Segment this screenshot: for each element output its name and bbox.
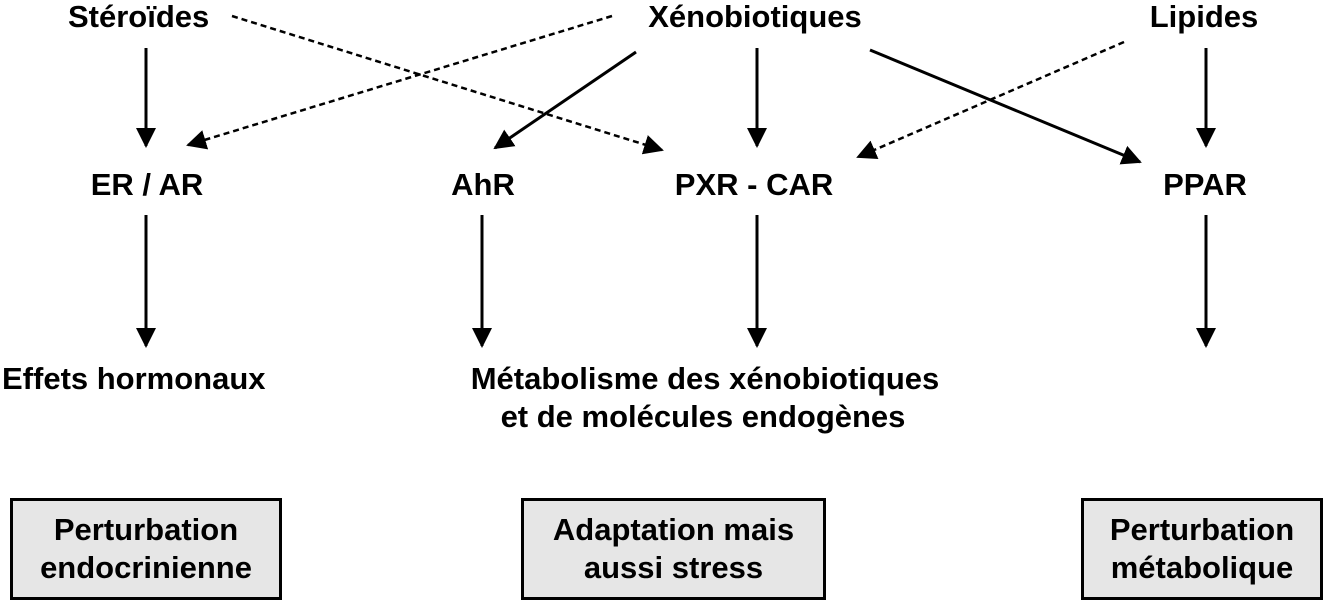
source-xenobiotiques: Xénobiotiques <box>648 0 862 34</box>
effect-hormonaux: Effets hormonaux <box>2 361 266 396</box>
outcome-adaptation-line2: aussi stress <box>583 550 764 585</box>
outcome-endocrinienne-line1: Perturbation <box>53 512 239 547</box>
dashed-arrow-steroides-to-pxr-car <box>231 14 664 155</box>
receptor-ppar: PPAR <box>1163 167 1247 202</box>
arrow-xenobiotiques-to-ahr <box>493 50 637 150</box>
receptor-er-ar: ER / AR <box>90 167 204 202</box>
source-lipides: Lipides <box>1149 0 1259 34</box>
receptor-ahr: AhR <box>451 167 515 202</box>
source-steroides: Stéroïdes <box>68 0 210 34</box>
outcome-box-metabolique: Perturbation métabolique <box>1081 498 1323 600</box>
receptor-pxr-car: PXR - CAR <box>674 167 834 202</box>
dashed-arrow-lipides-to-pxr-car <box>856 40 1125 160</box>
outcome-metabolique-line1: Perturbation <box>1109 512 1295 547</box>
outcome-box-adaptation: Adaptation mais aussi stress <box>521 498 826 600</box>
outcome-adaptation-line1: Adaptation mais <box>552 512 795 547</box>
outcome-box-endocrinienne: Perturbation endocrinienne <box>10 498 282 600</box>
dashed-arrow-xenobiotiques-to-er-ar <box>186 14 613 150</box>
outcome-metabolique-line2: métabolique <box>1110 550 1294 585</box>
arrow-xenobiotiques-to-ppar <box>869 48 1142 165</box>
effect-metabolisme-line1: Métabolisme des xénobiotiques <box>470 361 940 396</box>
outcome-endocrinienne-line2: endocrinienne <box>40 550 252 585</box>
effect-metabolisme-line2: et de molécules endogènes <box>500 399 906 434</box>
